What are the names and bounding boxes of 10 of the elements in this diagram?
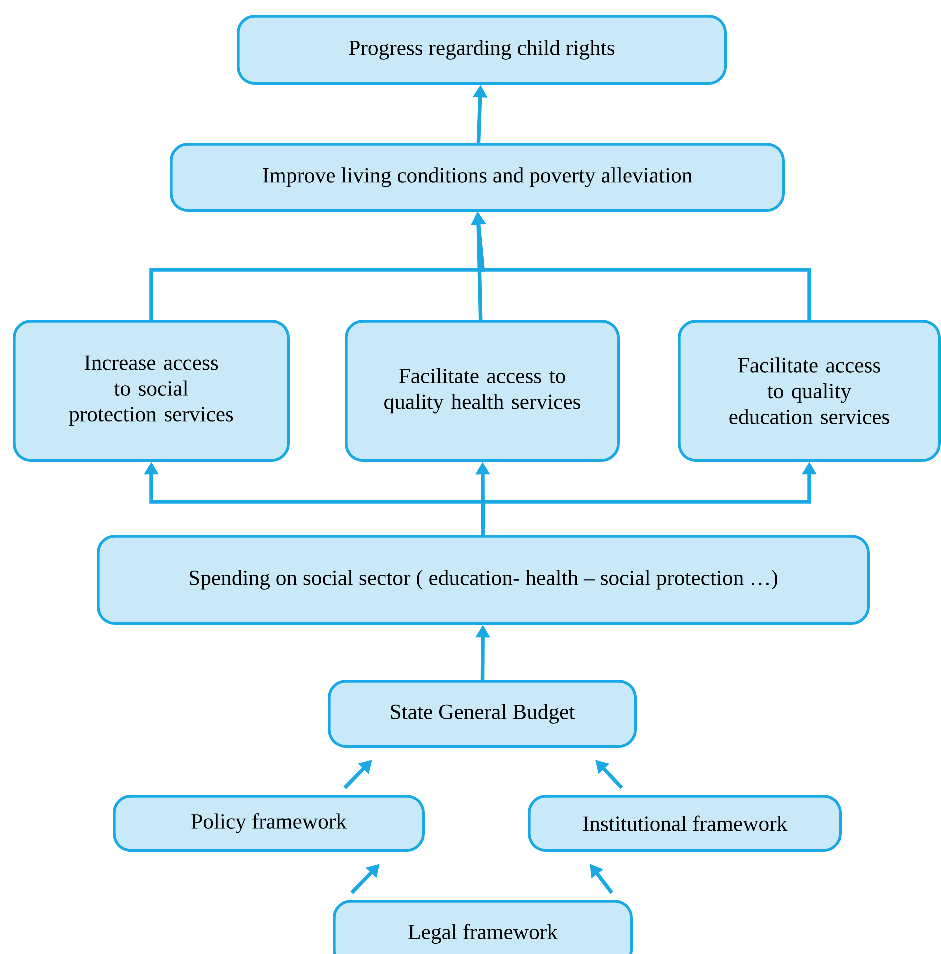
process-box: Legal framework [333, 900, 633, 954]
process-box: Improve living conditions and poverty alleviation [170, 143, 785, 212]
process-box: Increase access to social protection services [13, 320, 290, 462]
process-box: Facilitate access to quality health services [345, 320, 620, 462]
process-box: Policy framework [113, 795, 425, 852]
process-box: Progress regarding child rights [237, 15, 727, 85]
process-box: Spending on social sector ( education- health – social protection …) [97, 535, 870, 625]
process-box: Institutional framework [528, 795, 842, 852]
process-box: State General Budget [328, 680, 637, 748]
process-box: Facilitate access to quality education services [678, 320, 941, 462]
